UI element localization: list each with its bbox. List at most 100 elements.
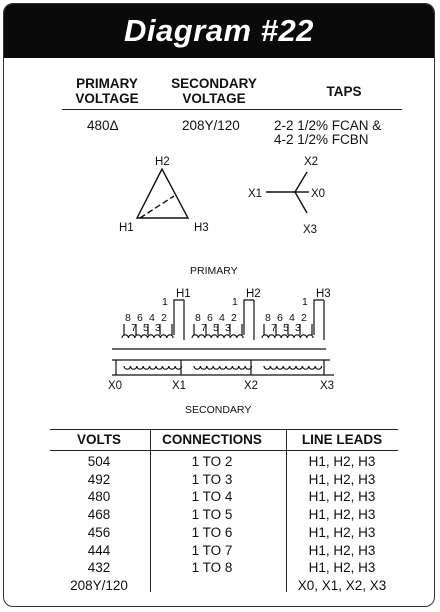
winding-section-3 (261, 299, 325, 370)
secondary-voltage-value: 208Y/120 (182, 118, 240, 133)
volts-cell: 444 (87, 542, 111, 558)
tap-label-upper: 2 (231, 312, 237, 324)
table-row: 444 1 TO 7 H1, H2, H3 (4, 542, 434, 561)
winding-section-1 (121, 299, 185, 370)
h-lead-3 (313, 299, 324, 335)
wye-label-top: X2 (304, 156, 318, 168)
tap-label-upper: 8 (125, 312, 131, 324)
diagram-title: Diagram #22 (124, 13, 314, 48)
table-top-rule (50, 429, 398, 430)
line-leads-cell: X0, X1, X2, X3 (297, 577, 387, 593)
primary-voltage-header: PRIMARY VOLTAGE (62, 76, 152, 106)
connections-cell: 1 TO 2 (191, 454, 233, 469)
tap-label-one-3: 1 (302, 296, 308, 308)
line-leads-cell: H1, H2, H3 (308, 489, 376, 505)
tap-label-upper: 2 (301, 312, 307, 324)
high-terminal-label-1: H1 (176, 288, 191, 300)
tap-label-upper: 4 (219, 312, 225, 324)
primary-voltage-header-line-1: PRIMARY (76, 76, 138, 91)
wye-label-bottom: X3 (303, 224, 317, 236)
volts-header: VOLTS (76, 432, 121, 447)
line-leads-cell: H1, H2, H3 (308, 507, 376, 523)
secondary-coil-1 (123, 365, 183, 370)
volts-cell: 468 (87, 507, 111, 523)
secondary-bus (112, 348, 334, 376)
volts-cell: 208Y/120 (70, 577, 128, 593)
secondary-voltage-header: SECONDARY VOLTAGE (164, 76, 264, 106)
low-terminal-label-2: X2 (244, 380, 258, 392)
table-row: 456 1 TO 6 H1, H2, H3 (4, 524, 434, 543)
table-row: 208Y/120 X0, X1, X2, X3 (4, 577, 434, 596)
line-leads-cell: H1, H2, H3 (308, 524, 376, 540)
high-terminal-label-2: H2 (246, 288, 261, 300)
low-terminal-label-1: X1 (172, 380, 186, 392)
wiring-schematic: H2 H1 H3 X2 X1 X0 X3 PRIMARY SECONDARY H… (108, 156, 334, 416)
connections-cell: 1 TO 7 (191, 542, 233, 558)
tap-label-lower: 3 (225, 322, 231, 334)
tap-label-lower: 5 (283, 322, 289, 334)
delta-tap-line (139, 195, 175, 219)
delta-label-top: H2 (155, 156, 170, 168)
tap-label-upper: 4 (149, 312, 155, 324)
tap-label-upper: 6 (137, 312, 143, 324)
low-terminal-label-0: X0 (108, 380, 122, 392)
tap-label-lower: 5 (143, 322, 149, 334)
winding-section-2 (191, 299, 255, 370)
line-leads-cell: H1, H2, H3 (308, 542, 376, 558)
line-leads-header: LINE LEADS (301, 432, 383, 447)
table-header-row: VOLTS CONNECTIONS LINE LEADS (4, 432, 434, 450)
wye-symbol (266, 171, 309, 214)
connections-cell: 1 TO 5 (191, 507, 233, 523)
volts-cell: 480 (87, 489, 111, 505)
line-leads-cell: H1, H2, H3 (308, 471, 376, 487)
wye-label-left: X1 (248, 188, 262, 200)
table-row: 468 1 TO 5 H1, H2, H3 (4, 507, 434, 525)
primary-voltage-value: 480Δ (87, 118, 119, 133)
table-divider-2 (286, 429, 287, 592)
secondary-label: SECONDARY (185, 404, 251, 416)
volts-cell: 492 (87, 471, 111, 487)
tap-label-lower: 7 (131, 322, 137, 334)
line-leads-cell: H1, H2, H3 (308, 560, 376, 576)
tap-label-lower: 3 (295, 322, 301, 334)
table-row: 492 1 TO 3 H1, H2, H3 (4, 471, 434, 490)
tap-label-upper: 8 (265, 312, 271, 324)
h-lead-1 (173, 299, 184, 335)
diagram-frame: Diagram #22 PRIMARY VOLTAGE SECONDARY VO… (3, 3, 435, 607)
table-divider-1 (150, 429, 151, 592)
delta-label-left: H1 (119, 222, 134, 234)
tap-label-one-1: 1 (162, 296, 168, 308)
secondary-voltage-header-line-1: SECONDARY (171, 76, 257, 91)
header-rule (62, 109, 402, 110)
connections-cell: 1 TO 6 (191, 524, 233, 540)
tap-label-upper: 6 (277, 312, 283, 324)
taps-header: TAPS (326, 84, 362, 99)
tap-label-upper: 4 (289, 312, 295, 324)
tap-label-upper: 2 (161, 312, 167, 324)
low-terminal-label-3: X3 (320, 380, 334, 392)
connections-header: CONNECTIONS (162, 432, 262, 447)
wye-label-center: X0 (311, 188, 325, 200)
connections-cell: 1 TO 3 (191, 471, 233, 487)
taps-value-line-1: 2-2 1/2% FCAN & (274, 118, 382, 133)
delta-triangle (135, 167, 190, 219)
delta-symbol (135, 167, 190, 219)
h-lead-2 (243, 299, 254, 335)
tap-label-lower: 7 (271, 322, 277, 334)
tap-label-upper: 8 (195, 312, 201, 324)
primary-coil-3 (261, 334, 314, 339)
volts-cell: 456 (87, 524, 111, 540)
primary-coil-1 (121, 334, 174, 339)
secondary-voltage-header-line-2: VOLTAGE (182, 91, 246, 106)
primary-coil-2 (191, 334, 244, 339)
tap-label-lower: 7 (201, 322, 207, 334)
taps-value-line-2: 4-2 1/2% FCBN (274, 132, 369, 147)
tap-label-lower: 3 (155, 322, 161, 334)
title-banner: Diagram #22 (4, 4, 434, 58)
volts-cell: 504 (87, 454, 111, 469)
wye-leg-x3 (294, 191, 308, 214)
wye-leg-x2 (294, 171, 308, 193)
